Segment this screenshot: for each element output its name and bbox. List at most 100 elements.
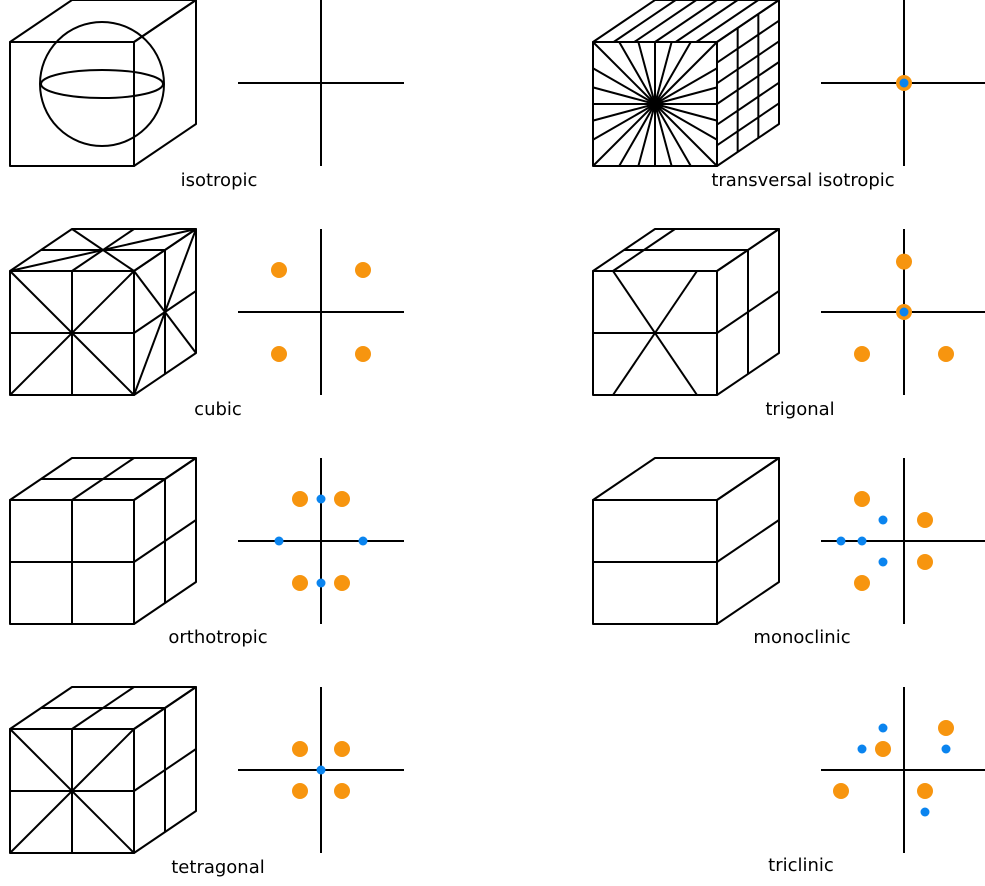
- cube-cubic: [9, 228, 197, 396]
- orange-point: [334, 491, 350, 507]
- radial-line: [592, 86, 656, 105]
- points-trigonal: [854, 253, 954, 362]
- cube-orthotropic: [9, 457, 197, 625]
- front-diagonal-b: [9, 728, 135, 854]
- axes-orthotropic: [238, 458, 404, 624]
- orange-point: [292, 575, 308, 591]
- orange-point: [854, 491, 870, 507]
- top-fiber-line: [695, 0, 759, 43]
- points-transversal-isotropic: [896, 75, 912, 91]
- orange-point: [334, 741, 350, 757]
- caption-transversal-isotropic: transversal isotropic: [711, 170, 895, 191]
- orange-point: [896, 253, 912, 270]
- radial-line: [618, 41, 656, 105]
- blue-point: [274, 536, 284, 546]
- radial-line: [592, 41, 656, 105]
- top-fiber-line: [633, 0, 697, 43]
- caption-trigonal: trigonal: [765, 399, 835, 420]
- radial-line: [654, 103, 692, 167]
- caption-cubic: cubic: [194, 399, 242, 420]
- side-diagonal-b: [133, 228, 197, 396]
- blue-point: [878, 515, 888, 525]
- radial-line: [654, 103, 718, 122]
- top-fiber-line: [654, 0, 718, 43]
- caption-orthotropic: orthotropic: [168, 627, 268, 648]
- radial-line: [654, 103, 718, 141]
- axes-cubic: [238, 229, 404, 395]
- radial-line: [592, 103, 656, 122]
- cube-top-face: [592, 457, 780, 501]
- points-orthotropic: [274, 491, 368, 591]
- orange-point: [938, 720, 954, 736]
- radial-line: [592, 103, 656, 167]
- points-monoclinic: [836, 491, 933, 591]
- caption-monoclinic: monoclinic: [753, 627, 851, 648]
- orange-point: [938, 346, 954, 362]
- blue-point: [358, 536, 368, 546]
- caption-tetragonal: tetragonal: [171, 857, 265, 878]
- cube-isotropic: [9, 0, 197, 167]
- blue-point: [941, 744, 951, 754]
- side-fiber-line: [716, 61, 780, 105]
- sphere-equator: [40, 69, 164, 99]
- axes-monoclinic: [821, 458, 985, 624]
- orange-point: [833, 783, 849, 799]
- blue-point: [316, 494, 326, 504]
- cube-side-face: [716, 457, 780, 625]
- points-triclinic: [833, 720, 954, 817]
- radial-line: [654, 41, 673, 105]
- orange-point: [854, 575, 870, 591]
- orange-point: [854, 346, 870, 362]
- axes-triclinic: [821, 687, 985, 853]
- caption-isotropic: isotropic: [180, 170, 258, 191]
- top-fiber-line: [613, 0, 677, 43]
- radial-line: [637, 103, 656, 167]
- axes-isotropic: [238, 0, 404, 166]
- points-tetragonal: [292, 741, 350, 799]
- cube-monoclinic: [592, 457, 780, 625]
- side-fiber-line: [716, 81, 780, 126]
- side-fiber-line: [716, 102, 780, 147]
- radial-line: [654, 103, 718, 167]
- blue-point: [857, 744, 867, 754]
- top-diagonal-b: [71, 228, 135, 272]
- orange-point: [355, 262, 371, 278]
- cube-top-face: [9, 0, 197, 43]
- orange-point: [334, 783, 350, 799]
- orange-point: [875, 741, 891, 757]
- side-fiber-line: [716, 19, 780, 64]
- cube-side-face: [133, 686, 197, 854]
- radial-line: [654, 86, 718, 105]
- blue-point: [836, 536, 846, 546]
- orange-point: [917, 783, 933, 799]
- cube-transversal-isotropic: [592, 0, 780, 167]
- orange-point: [271, 262, 287, 278]
- radial-line: [654, 103, 673, 167]
- orange-point: [292, 491, 308, 507]
- blue-point: [878, 723, 888, 733]
- cube-front-face: [9, 41, 135, 167]
- top-fiber-line: [675, 0, 739, 43]
- cube-trigonal: [592, 228, 780, 396]
- blue-point: [899, 78, 909, 88]
- orange-point: [334, 575, 350, 591]
- front-diagonal-b: [9, 270, 135, 396]
- blue-point: [316, 578, 326, 588]
- blue-point: [920, 807, 930, 817]
- cube-tetragonal: [9, 686, 197, 854]
- cube-side-face: [716, 228, 780, 396]
- orange-point: [271, 346, 287, 362]
- orange-point: [917, 554, 933, 570]
- radial-line: [654, 41, 692, 105]
- side-midline-h: [716, 519, 780, 563]
- front-diagonal-b: [612, 270, 698, 396]
- blue-point: [899, 307, 909, 317]
- cube-side-face: [133, 0, 197, 167]
- caption-triclinic: triclinic: [768, 855, 834, 876]
- orange-point: [917, 512, 933, 528]
- radial-line: [592, 67, 656, 105]
- blue-point: [857, 536, 867, 546]
- radial-line: [637, 41, 656, 105]
- blue-point: [316, 765, 326, 775]
- orange-point: [292, 741, 308, 757]
